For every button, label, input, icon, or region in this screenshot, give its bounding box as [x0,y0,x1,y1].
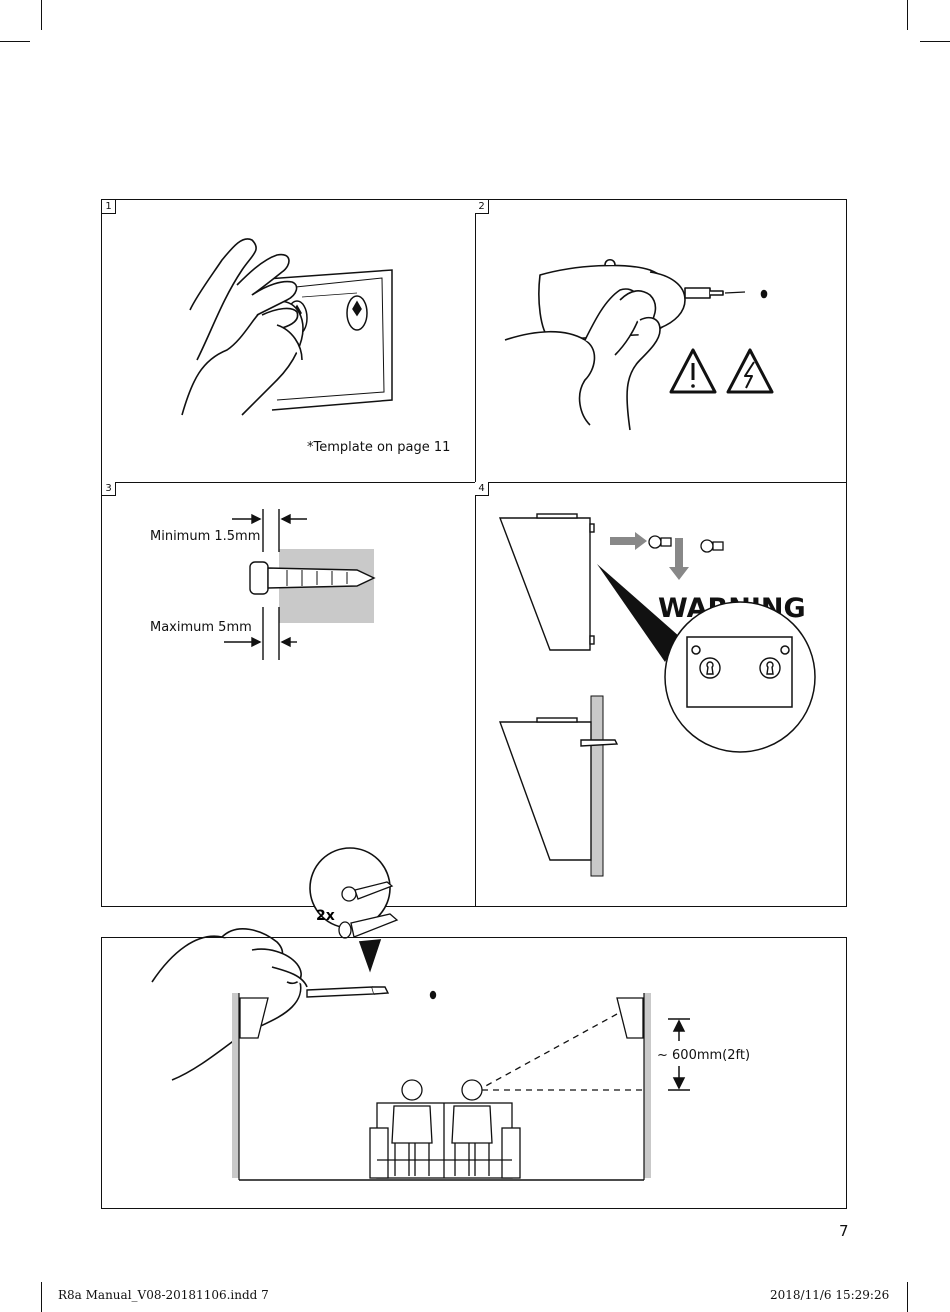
crop-mark-top-left-v [41,0,42,30]
zoom-callout-circle [665,602,815,752]
zoom-callout-wedge [597,564,680,662]
step-2-illustration [475,200,848,482]
speaker-icon [500,514,594,650]
crop-mark-top-right-v [907,0,908,30]
footer-timestamp: 2018/11/6 15:29:26 [770,1288,889,1302]
warning-triangle-icon [671,350,715,392]
crop-mark-top-left-h [0,41,30,42]
arrow-right [610,532,647,550]
quantity-label: 2x [316,908,335,924]
hand-icon [182,239,303,415]
arrow-down [669,538,689,580]
speaker-icon [617,998,643,1038]
step-4-illustration [475,482,848,908]
speaker-icon [240,998,268,1038]
crop-mark-bottom-right-v [907,1282,908,1312]
right-wall [644,993,651,1178]
high-voltage-icon [728,350,772,392]
placement-illustration [102,938,848,1210]
screw-icon [649,536,723,552]
crop-mark-top-right-h [920,41,950,42]
crop-mark-bottom-left-v [41,1282,42,1312]
wall [591,696,603,876]
step-3-illustration: 2x [102,482,475,908]
steps-grid: 1 *Template on page 11 2 [101,199,847,907]
distance-label: ~ 600mm(2ft) [657,1048,750,1063]
sightline-angled [482,1014,617,1088]
left-wall [232,993,239,1178]
placement-diagram: ~ 600mm(2ft) [101,937,847,1209]
footer-file-name: R8a Manual_V08-20181106.indd 7 [58,1288,269,1302]
page-number: 7 [839,1222,849,1240]
template-note: *Template on page 11 [307,440,450,455]
